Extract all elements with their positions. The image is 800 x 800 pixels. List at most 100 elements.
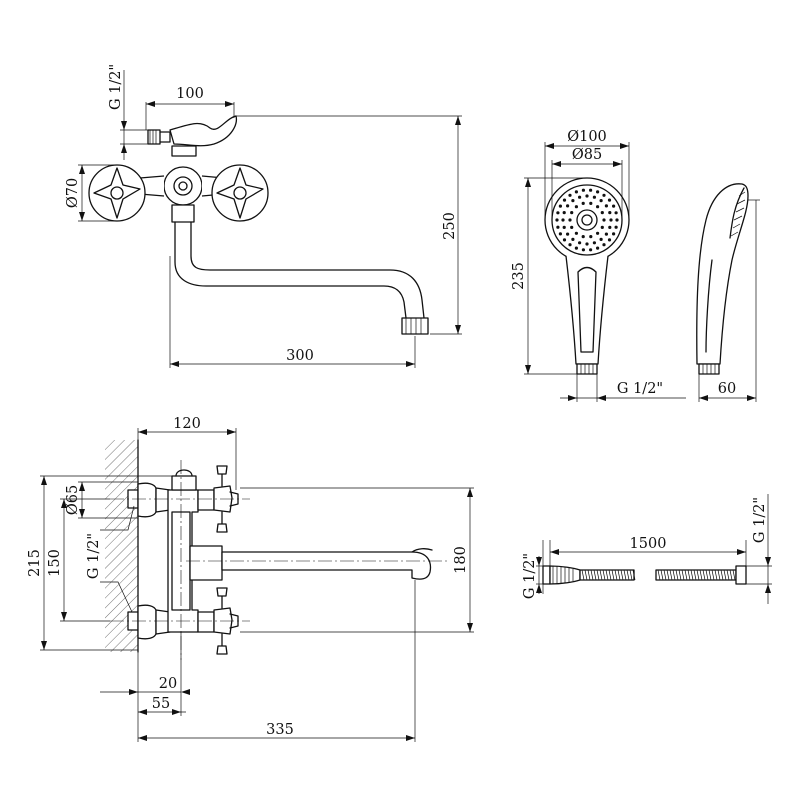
shower-face-diameter-label: Ø85 [572, 147, 602, 163]
hose-coil [720, 569, 724, 581]
spray-nozzle [581, 188, 586, 192]
hose-coil [675, 569, 679, 581]
spray-nozzle [599, 237, 603, 241]
hose-coil [587, 569, 591, 581]
front-thread-label: G 1/2" [86, 533, 102, 579]
mixer-front-view [105, 439, 433, 655]
hose-coil [690, 569, 694, 581]
spray-nozzle [574, 190, 579, 194]
front-overall-height-label: 215 [27, 549, 43, 577]
spray-nozzle [556, 211, 560, 215]
hose-coil [614, 569, 618, 581]
upper-cross-handle [197, 465, 239, 533]
spray-nozzle [556, 225, 560, 229]
hose-coil [705, 569, 709, 581]
hand-shower-side-dimensions: 60 [698, 199, 760, 402]
top-offset-label: 100 [176, 86, 204, 102]
spray-nozzle [566, 204, 570, 208]
hose-coil [581, 569, 585, 581]
spray-nozzle [607, 238, 612, 242]
spray-nozzle [614, 225, 618, 229]
hose-coil [684, 569, 688, 581]
spray-nozzle [566, 232, 570, 236]
hose-coil [696, 569, 700, 581]
spray-nozzle [589, 248, 593, 252]
spray-nozzle [607, 198, 612, 202]
hose-coil [666, 569, 670, 581]
front-handle-diameter-label: Ø65 [65, 485, 81, 515]
spray-nozzle [589, 188, 593, 192]
spray-nozzle [615, 218, 619, 222]
front-depth-label: 120 [173, 416, 201, 432]
spray-nozzle [585, 242, 589, 246]
spray-nozzle [604, 204, 609, 208]
hose-coil [726, 569, 730, 581]
hose-coil [602, 569, 606, 581]
hose-coil [596, 569, 600, 581]
spray-nozzle [589, 201, 593, 205]
hand-shower-front-dimensions: Ø100 Ø85 235 G 1/2" [511, 129, 686, 402]
hose-coil [723, 569, 727, 581]
hose-coil [590, 569, 594, 581]
spray-nozzle [574, 246, 579, 250]
shower-depth-label: 60 [718, 381, 736, 397]
hose-coil [623, 569, 627, 581]
hose-coil [687, 569, 691, 581]
hose-coil [681, 569, 685, 581]
hose-coil [702, 569, 706, 581]
shower-thread-label: G 1/2" [617, 381, 663, 397]
shower-hose [542, 565, 747, 585]
spray-nozzle [578, 195, 582, 199]
top-handle-diameter-label: Ø70 [65, 178, 81, 208]
mixer-top-view [88, 115, 429, 335]
hose-right-thread-label: G 1/2" [752, 497, 768, 543]
top-thread-label: G 1/2" [108, 64, 124, 110]
hose-coil [629, 569, 633, 581]
spray-nozzle [562, 211, 566, 215]
spray-nozzle [568, 218, 572, 222]
hose-coil [693, 569, 697, 581]
spray-nozzle [568, 243, 572, 247]
shower-length-label: 235 [511, 262, 527, 290]
top-spout-length-label: 300 [286, 348, 314, 364]
spray-nozzle [571, 199, 575, 203]
spray-nozzle [574, 205, 579, 209]
spray-nozzle [562, 198, 567, 202]
hose-coil [608, 569, 612, 581]
hose-coil [672, 569, 676, 581]
hose-coil [663, 569, 667, 581]
spray-nozzle [592, 241, 597, 245]
hose-coil [632, 569, 636, 581]
hand-shower-side [696, 183, 749, 375]
hose-length-label: 1500 [630, 536, 667, 552]
right-cross-handle [211, 164, 269, 222]
front-axis-offset-label: 55 [152, 696, 170, 712]
spray-nozzle [555, 218, 559, 222]
spray-nozzle [612, 204, 616, 208]
hose-coil [678, 569, 682, 581]
spray-nozzle [578, 241, 582, 245]
shower-outer-diameter-label: Ø100 [567, 129, 607, 145]
spray-nozzle [585, 194, 589, 198]
front-view-centerlines [110, 460, 450, 660]
hose-coil [714, 569, 718, 581]
hose-coil [729, 569, 733, 581]
spray-nozzle [581, 248, 586, 252]
spray-nozzle [614, 211, 618, 215]
spray-nozzle [574, 231, 579, 235]
spray-nozzle [562, 238, 567, 242]
front-spout-height-label: 180 [453, 546, 469, 574]
hose-coil [611, 569, 615, 581]
spray-nozzle [562, 225, 566, 229]
spray-nozzle [600, 225, 604, 229]
spray-nozzle [599, 199, 603, 203]
hose-coil [626, 569, 630, 581]
hose-coil [620, 569, 624, 581]
spray-nozzle [592, 195, 597, 199]
hose-coil [660, 569, 664, 581]
left-cross-handle [88, 164, 146, 222]
spray-nozzle [608, 225, 612, 229]
hose-coil [669, 569, 673, 581]
spray-nozzle [596, 246, 600, 250]
